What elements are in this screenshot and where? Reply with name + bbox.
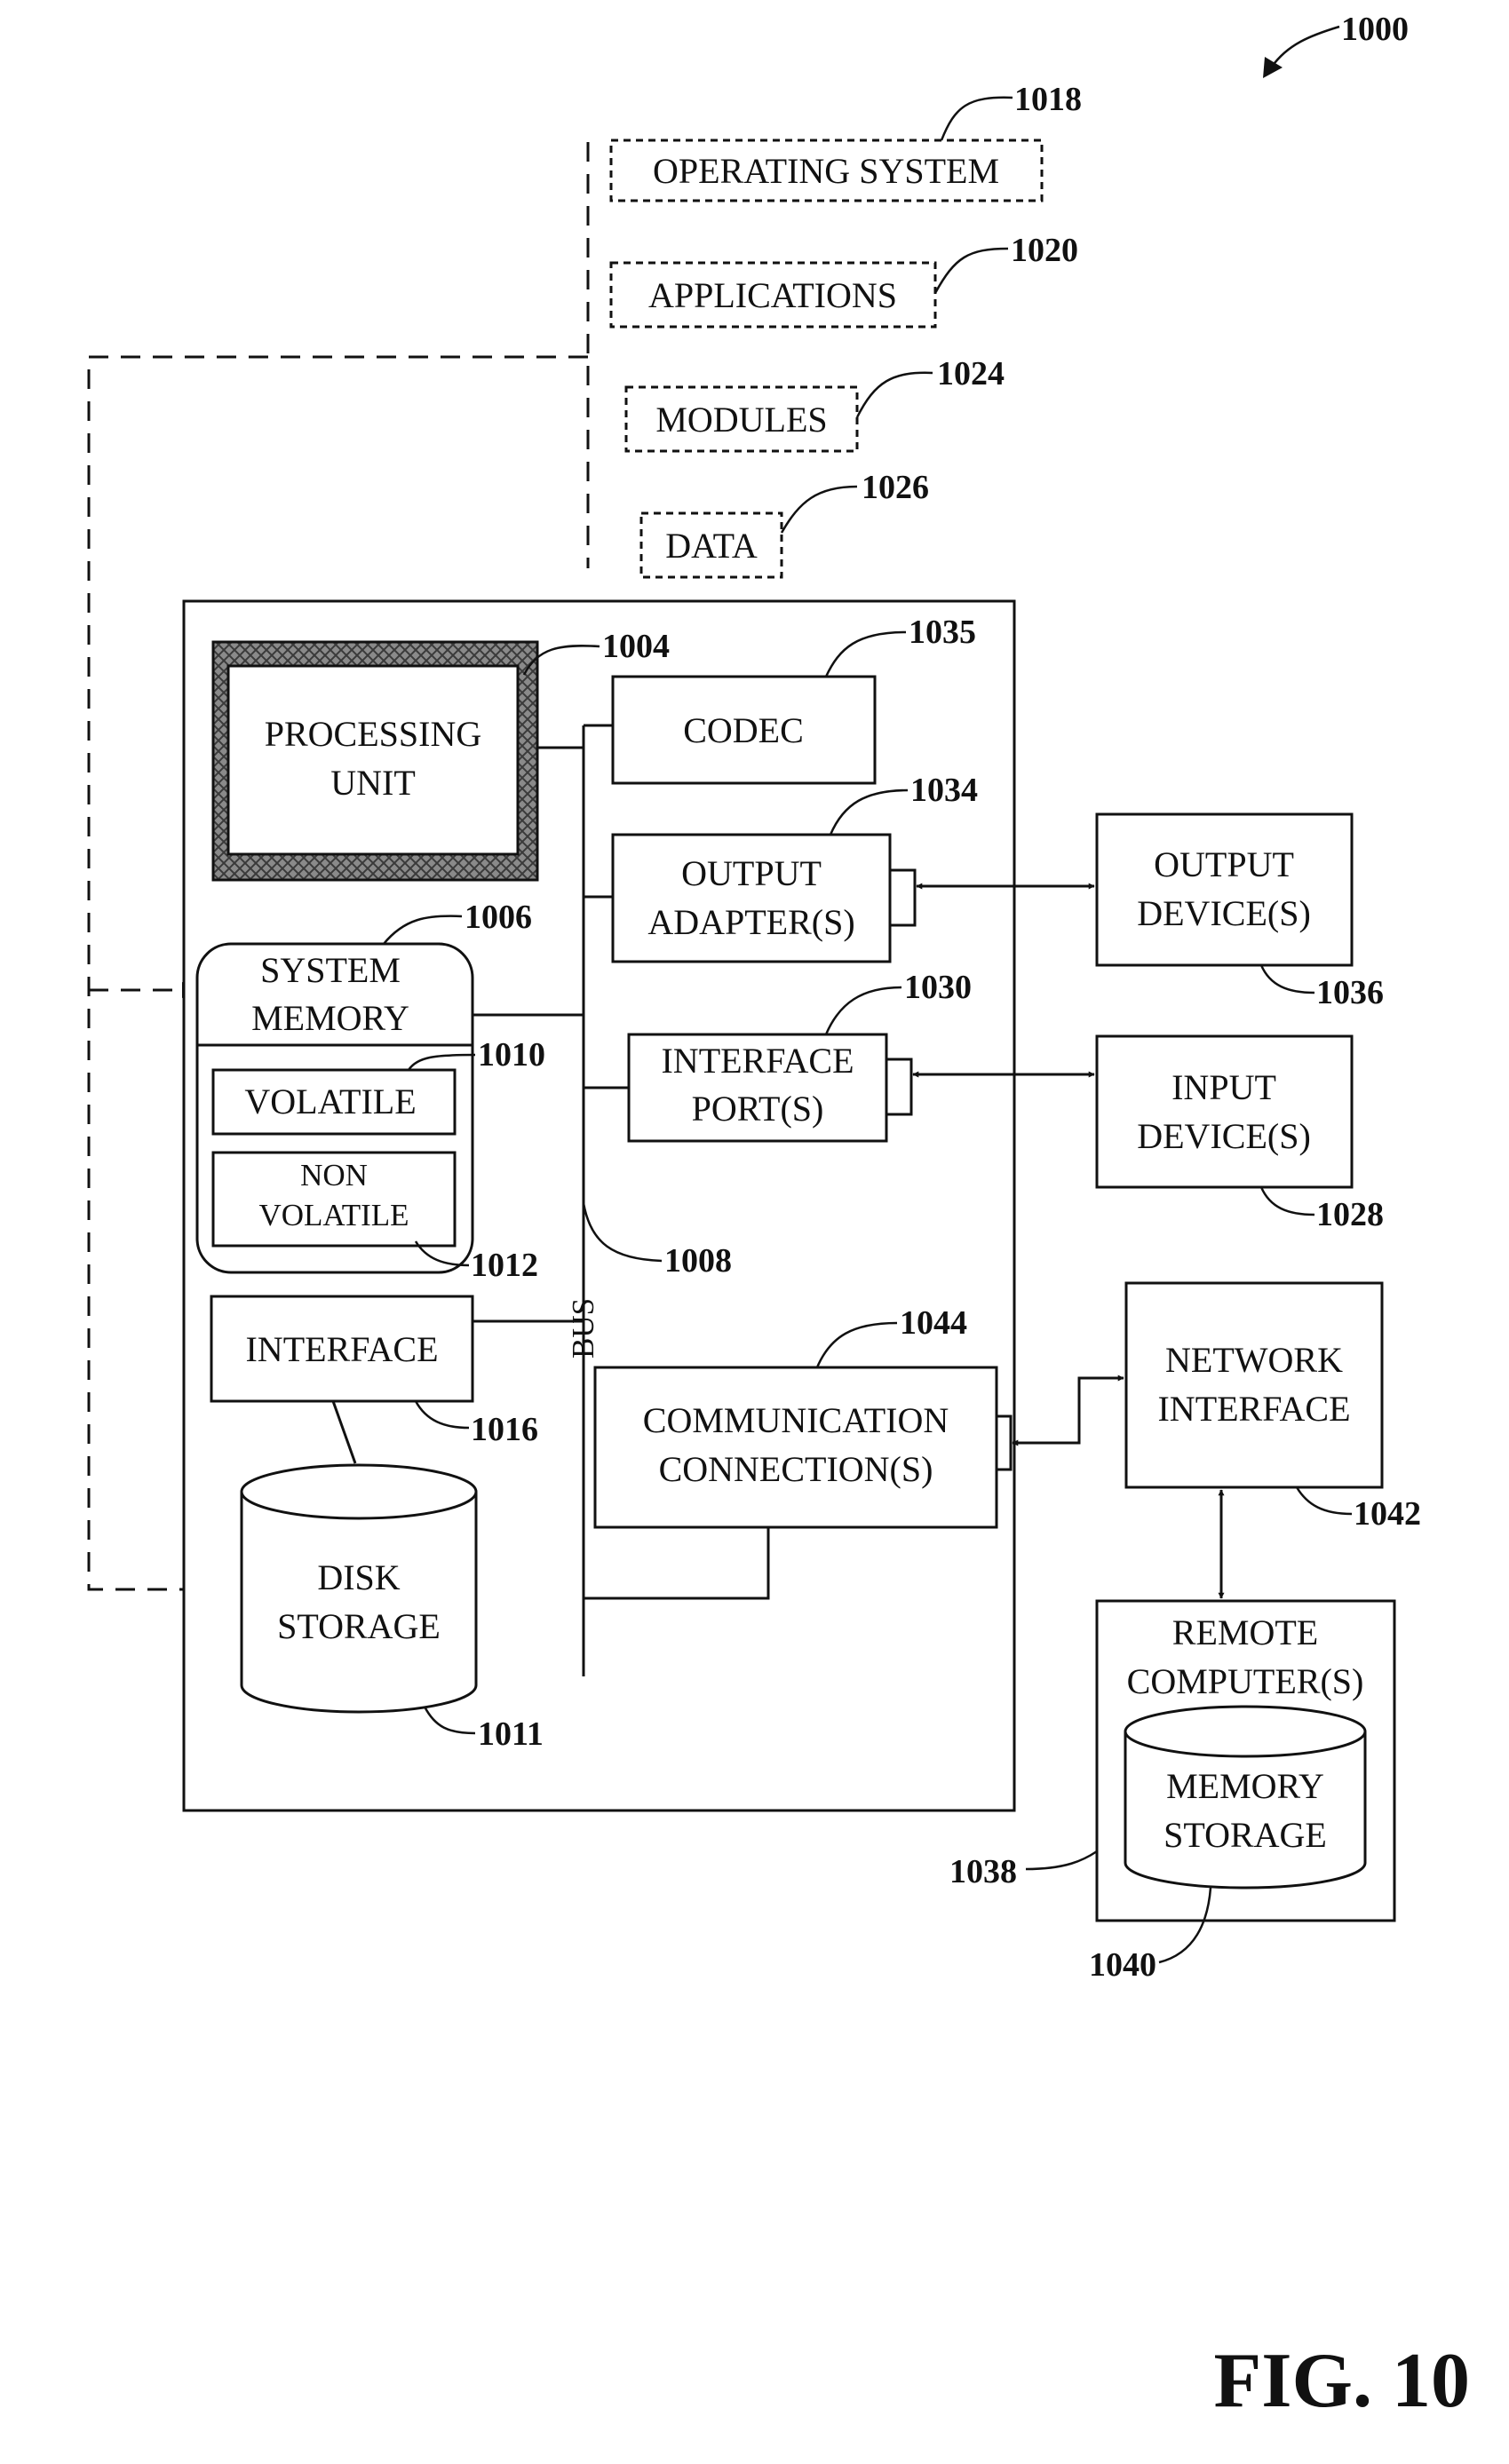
data-label: DATA [665,526,758,566]
disk-storage-label-1: DISK [317,1557,400,1597]
figure-caption: FIG. 10 [1214,2338,1470,2424]
memory-storage-top [1125,1707,1365,1756]
disk-storage-label-2: STORAGE [277,1606,441,1646]
interface-label: INTERFACE [245,1329,438,1369]
system-memory-label-1: SYSTEM [260,950,401,990]
modules-ref: 1024 [937,355,1005,392]
communication-port [997,1416,1011,1470]
communication-network-arrow [1013,1378,1124,1443]
figure-reference: 1000 [1263,11,1409,78]
output-device-label-1: OUTPUT [1154,844,1294,884]
network-interface: NETWORK INTERFACE 1042 [1013,1283,1421,1598]
output-device-ref: 1036 [1316,974,1384,1011]
nonvolatile-label-1: NON [300,1158,368,1192]
output-device-box [1097,814,1352,965]
network-interface-ref: 1042 [1354,1495,1421,1533]
network-interface-label-1: NETWORK [1165,1340,1343,1380]
processing-unit-label-2: UNIT [330,763,416,803]
processing-unit-label-1: PROCESSING [265,714,482,754]
memory-storage-ref: 1040 [1089,1946,1156,1984]
memory-storage-label-2: STORAGE [1164,1815,1327,1855]
disk-storage-top [242,1465,476,1518]
memory-storage-label-1: MEMORY [1166,1766,1324,1806]
volatile-label: VOLATILE [244,1081,416,1121]
data-leader [782,487,857,533]
remote-computer: REMOTE COMPUTER(S) 1038 MEMORY STORAGE 1… [949,1601,1394,1984]
remote-computer-leader [1026,1851,1097,1869]
input-device-box [1097,1036,1352,1187]
operating-system-ref: 1018 [1014,81,1082,118]
input-device-label-1: INPUT [1171,1067,1276,1107]
applications-leader [935,249,1008,293]
remote-computer-label-1: REMOTE [1172,1612,1318,1652]
output-device-label-2: DEVICE(S) [1137,893,1311,933]
output-adapter-port [890,870,915,925]
input-device-label-2: DEVICE(S) [1137,1116,1311,1156]
interface-port-label-1: INTERFACE [661,1041,854,1081]
communication-label-2: CONNECTION(S) [659,1449,933,1489]
input-device-ref: 1028 [1316,1196,1384,1233]
volatile-ref: 1010 [478,1036,545,1074]
remote-computer-label-2: COMPUTER(S) [1127,1661,1364,1701]
figure-leader-arrowhead [1263,57,1283,78]
applications-ref: 1020 [1011,232,1078,269]
software-stack: OPERATING SYSTEM 1018 APPLICATIONS 1020 … [588,81,1082,577]
input-device-leader [1261,1187,1314,1215]
modules-label: MODULES [655,400,827,440]
applications-label: APPLICATIONS [648,275,897,315]
output-device-leader [1261,965,1314,993]
nonvolatile-label-2: VOLATILE [258,1198,409,1232]
codec-ref: 1035 [909,614,976,651]
bus-label: BUS [566,1298,600,1359]
interface-port-connector [886,1059,911,1114]
figure-number-label: 1000 [1341,11,1409,48]
disk-storage-body [242,1492,476,1712]
network-interface-label-2: INTERFACE [1157,1389,1350,1429]
interface-ref: 1016 [471,1411,538,1448]
interface-port-ref: 1030 [904,969,972,1006]
output-adapter-label-2: ADAPTER(S) [647,902,854,942]
interface-port-label-2: PORT(S) [692,1089,824,1129]
remote-computer-ref: 1038 [949,1853,1017,1890]
operating-system-leader [941,98,1013,140]
communication-ref: 1044 [900,1304,967,1342]
communication-label-1: COMMUNICATION [643,1400,949,1440]
operating-system-label: OPERATING SYSTEM [653,151,999,191]
bus-ref: 1008 [664,1242,732,1280]
network-interface-box [1126,1283,1382,1487]
processing-unit-box [228,666,518,854]
codec-label: CODEC [683,710,804,750]
modules-leader [857,373,933,417]
system-memory-ref: 1006 [465,899,532,936]
output-adapter-ref: 1034 [910,772,978,809]
figure-leader-line [1272,27,1339,67]
communication-box [595,1367,997,1527]
output-adapter-label-1: OUTPUT [681,853,822,893]
nonvolatile-ref: 1012 [471,1247,538,1284]
processing-unit-ref: 1004 [602,628,670,665]
disk-storage-ref: 1011 [478,1715,544,1753]
network-interface-leader [1297,1487,1352,1514]
data-ref: 1026 [862,469,929,506]
system-memory-label-2: MEMORY [251,998,409,1038]
